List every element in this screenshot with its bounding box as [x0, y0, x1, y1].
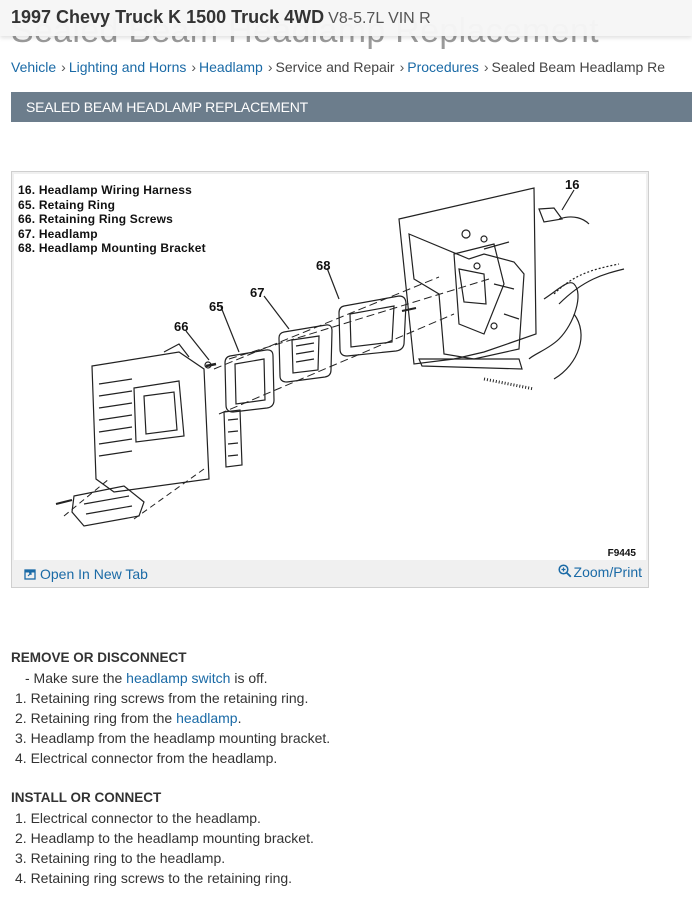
mounting-bracket-frame [408, 233, 525, 360]
breadcrumb: Vehicle›Lighting and Horns›Headlamp›Serv… [11, 59, 665, 75]
side-marker-lamp [223, 409, 243, 468]
zoom-icon [557, 564, 571, 578]
remove-note: - Make sure the headlamp switch is off. [11, 668, 330, 688]
open-in-new-tab-link[interactable]: Open In New Tab [24, 566, 148, 582]
vehicle-name: 1997 Chevy Truck K 1500 Truck 4WD [11, 7, 325, 27]
remove-step-1: 1. Retaining ring screws from the retain… [15, 690, 309, 706]
remove-step-4: 4. Electrical connector from the headlam… [15, 750, 278, 766]
legend-item: 65. Retaing Ring [18, 197, 116, 212]
mounting-bracket-68 [338, 295, 407, 357]
retaining-ring-65 [224, 349, 275, 413]
breadcrumb-current-page: Sealed Beam Headlamp Re [491, 59, 666, 75]
section-title-bar: SEALED BEAM HEADLAMP REPLACEMENT [11, 92, 692, 122]
headlamp-bezel [91, 351, 210, 493]
connector-16 [538, 207, 564, 223]
remove-step-2: 2. Retaining ring from the headlamp. [11, 708, 330, 728]
callout-66: 66 [174, 319, 188, 334]
vehicle-engine: V8-5.7L VIN R [328, 10, 431, 27]
headlamp-link[interactable]: headlamp [176, 710, 238, 726]
legend-item: 16. Headlamp Wiring Harness [18, 183, 193, 197]
chevron-right-icon: › [483, 59, 489, 75]
chevron-right-icon: › [399, 59, 405, 75]
remove-heading: REMOVE OR DISCONNECT [11, 650, 187, 665]
remove-note-suffix: is off. [230, 670, 268, 686]
legend-item: 66. Retaining Ring Screws [18, 212, 174, 226]
install-step-1: 1. Electrical connector to the headlamp. [15, 810, 261, 826]
chevron-right-icon: › [61, 59, 66, 75]
remove-step-2-prefix: 2. Retaining ring from the [15, 710, 177, 726]
breadcrumb-headlamp[interactable]: Headlamp [199, 59, 263, 75]
chevron-right-icon: › [267, 59, 273, 75]
remove-step-3: 3. Headlamp from the headlamp mounting b… [15, 730, 331, 746]
figure-legend: 16. Headlamp Wiring Harness 65. Retaing … [18, 183, 206, 256]
zoom-print-label: Zoom/Print [573, 564, 642, 580]
legend-item: 67. Headlamp [18, 226, 98, 241]
install-step-3: 3. Retaining ring to the headlamp. [15, 850, 226, 866]
figure-id: F9445 [607, 548, 636, 559]
park-lamp [71, 485, 145, 527]
install-step-2: 2. Headlamp to the headlamp mounting bra… [15, 830, 314, 846]
figure-container: 16 68 67 65 66 16. Headlamp Wiring Harne… [11, 171, 649, 588]
callout-16: 16 [565, 177, 579, 192]
breadcrumb-service-and-repair: Service and Repair [275, 59, 395, 75]
headlamp-diagram[interactable]: 16 68 67 65 66 16. Headlamp Wiring Harne… [14, 174, 646, 560]
callout-67: 67 [250, 285, 264, 300]
open-in-new-tab-label: Open In New Tab [40, 566, 148, 582]
radiator-support [398, 187, 537, 365]
chevron-right-icon: › [191, 59, 197, 75]
diagram-drawing: 16 68 67 65 66 [55, 177, 625, 527]
headlamp-67 [278, 324, 333, 383]
open-new-tab-icon [24, 569, 36, 580]
callout-68: 68 [316, 258, 330, 273]
install-heading: INSTALL OR CONNECT [11, 790, 162, 805]
callout-65: 65 [209, 299, 223, 314]
breadcrumb-lighting-and-horns[interactable]: Lighting and Horns [68, 59, 187, 75]
procedure-content: REMOVE OR DISCONNECT - Make sure the hea… [11, 648, 330, 888]
breadcrumb-vehicle[interactable]: Vehicle [11, 59, 57, 75]
breadcrumb-procedures[interactable]: Procedures [407, 59, 479, 75]
section-title: SEALED BEAM HEADLAMP REPLACEMENT [26, 99, 308, 115]
legend-item: 68. Headlamp Mounting Bracket [18, 241, 206, 255]
figure-footer: Open In New Tab Zoom/Print [12, 560, 648, 587]
zoom-print-link[interactable]: Zoom/Print [557, 564, 642, 580]
headlamp-switch-link[interactable]: headlamp switch [126, 670, 231, 686]
remove-note-prefix: - Make sure the [25, 670, 127, 686]
remove-step-2-suffix: . [237, 710, 242, 726]
install-step-4: 4. Retaining ring screws to the retainin… [15, 870, 293, 886]
